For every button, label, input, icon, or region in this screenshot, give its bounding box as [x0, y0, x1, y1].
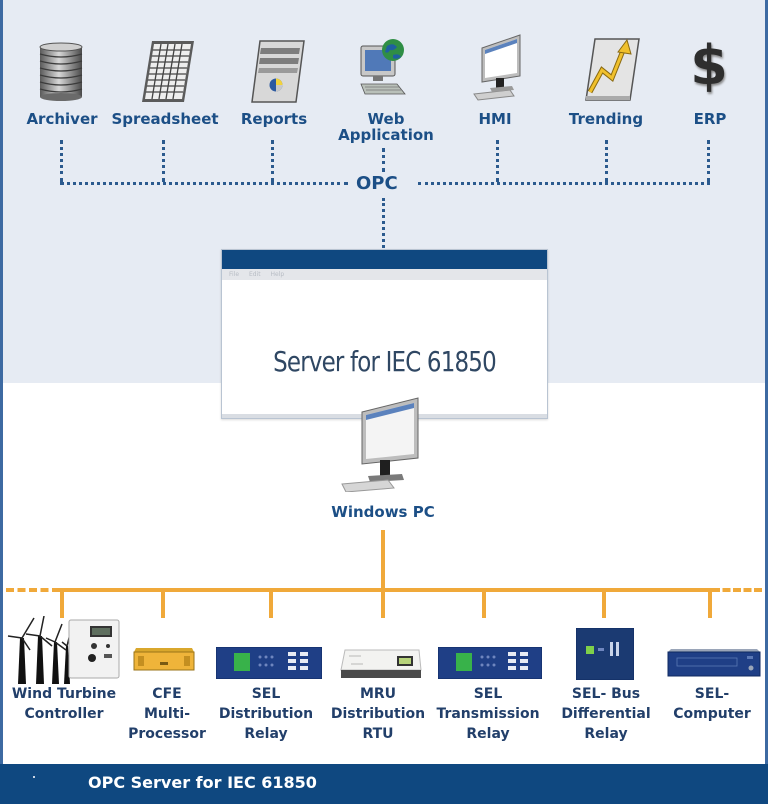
wind-turbine-icon	[7, 616, 71, 684]
device-label-line: Transmission	[436, 706, 540, 722]
device-bus-trunk	[381, 530, 385, 590]
device-label-line: Multi-	[144, 706, 190, 722]
device-label-line: MRU	[359, 686, 397, 702]
relay-panel-icon	[216, 647, 322, 679]
device-drop-sel-computer	[708, 588, 712, 618]
footer-title-bar: OPC Server for IEC 61850	[0, 764, 768, 804]
device-label-line: Relay	[466, 726, 510, 742]
device-bus-main	[60, 588, 710, 592]
opc-link-erp	[707, 140, 710, 182]
device-drop-wind-turbine	[60, 588, 64, 618]
opc-link-trending	[605, 140, 608, 182]
server-window-title: Server for IEC 61850	[273, 345, 497, 378]
opc-bus-right	[418, 182, 710, 185]
client-label-spreadsheet: Spreadsheet	[111, 110, 219, 128]
device-bus-right-extension	[712, 588, 762, 596]
menu-help[interactable]: Help	[270, 271, 285, 278]
opc-link-hmi	[496, 140, 499, 182]
relay-square-icon	[576, 628, 634, 680]
host-label-windows-pc: Windows PC	[331, 503, 435, 521]
opc-link-server	[382, 198, 385, 248]
opc-link-reports	[271, 140, 274, 182]
device-label-line: RTU	[362, 726, 394, 742]
menu-edit[interactable]: Edit	[248, 271, 261, 278]
client-label-web-line2: Application	[338, 126, 434, 144]
client-label-web-application: Web Application	[330, 111, 442, 143]
device-label-line: Controller	[24, 706, 104, 722]
device-label-line: SEL	[473, 686, 503, 702]
device-label-line: Computer	[673, 706, 751, 722]
rtu-device-icon	[340, 649, 422, 678]
device-label-sel-transmission-relay: SEL Transmission Relay	[432, 684, 544, 744]
opc-link-archiver	[60, 140, 63, 182]
device-label-line: SEL-	[694, 686, 730, 702]
desktop-computer-icon	[341, 397, 419, 492]
device-label-mru-distribution-rtu: MRU Distribution RTU	[324, 684, 432, 744]
device-label-line: Differential	[561, 706, 651, 722]
device-label-line: SEL	[251, 686, 281, 702]
menu-file[interactable]: File	[229, 271, 240, 278]
device-label-line: Relay	[584, 726, 628, 742]
frame-left-border	[0, 0, 3, 764]
computer-globe-icon	[360, 39, 406, 95]
client-label-web-line1: Web	[367, 110, 405, 128]
device-label-line: Wind Turbine	[11, 686, 117, 702]
device-drop-sel-transmission	[482, 588, 486, 618]
opc-link-web-application	[382, 148, 385, 172]
device-label-cfe-multi-processor: CFE Multi- Processor	[122, 684, 212, 744]
trend-chart-icon	[585, 38, 640, 101]
device-label-line: Relay	[244, 726, 288, 742]
opc-bus-left	[60, 182, 348, 185]
rack-computer-icon	[667, 649, 761, 677]
database-icon	[39, 42, 83, 101]
frame-right-border	[765, 0, 768, 764]
client-label-archiver: Archiver	[26, 110, 98, 128]
device-label-wind-turbine-controller: Wind Turbine Controller	[8, 684, 120, 724]
opc-link-spreadsheet	[162, 140, 165, 182]
client-label-erp: ERP	[693, 110, 727, 128]
client-label-reports: Reports	[240, 110, 308, 128]
footer-bullet	[33, 776, 35, 778]
device-label-line: Distribution	[330, 706, 426, 722]
device-label-sel-bus-differential-relay: SEL- Bus Differential Relay	[554, 684, 658, 744]
window-menu-bar: File Edit Help	[222, 269, 547, 280]
dollar-icon: $	[690, 34, 728, 97]
device-label-line: SEL- Bus	[571, 686, 641, 702]
device-label-line: CFE	[152, 686, 182, 702]
monitor-icon	[473, 34, 521, 101]
device-drop-sel-bus	[602, 588, 606, 618]
client-label-hmi: HMI	[478, 110, 512, 128]
turbine-controller-icon	[68, 619, 120, 679]
server-application-window: File Edit Help Server for IEC 61850	[221, 249, 548, 419]
processor-box-icon	[133, 648, 195, 671]
device-drop-cfe	[161, 588, 165, 618]
device-drop-mru	[381, 588, 385, 618]
device-label-sel-distribution-relay: SEL Distribution Relay	[214, 684, 318, 744]
spreadsheet-icon	[142, 41, 194, 102]
device-label-sel-computer: SEL- Computer	[662, 684, 762, 724]
report-document-icon	[251, 40, 305, 103]
window-title-bar	[222, 250, 547, 269]
device-drop-sel-distribution	[269, 588, 273, 618]
client-label-trending: Trending	[568, 110, 644, 128]
device-bus-left-extension	[6, 588, 60, 596]
device-label-line: Distribution	[218, 706, 314, 722]
relay-panel-icon	[438, 647, 542, 679]
opc-protocol-label: OPC	[356, 173, 398, 194]
device-label-line: Processor	[128, 726, 206, 742]
footer-title: OPC Server for IEC 61850	[88, 773, 317, 792]
